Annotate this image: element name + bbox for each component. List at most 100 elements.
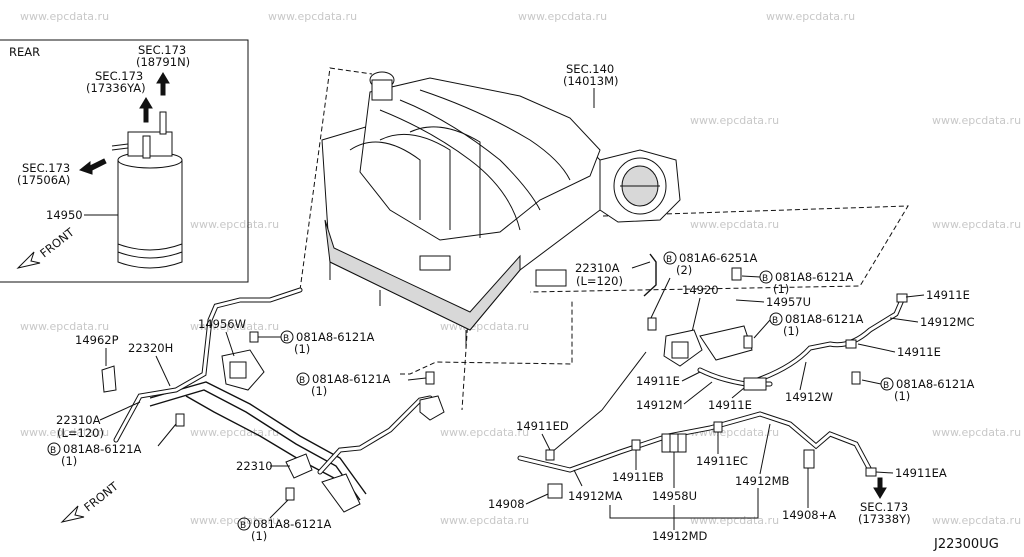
watermark: www.epcdata.ru <box>690 514 779 527</box>
sec140-code: (14013M) <box>563 74 618 88</box>
arrow-left-icon <box>78 158 107 175</box>
arrow-up-icon <box>156 72 170 96</box>
bolt-081A8-left1-label: 081A8-6121A <box>296 330 375 344</box>
part-14950-label: 14950 <box>46 208 83 222</box>
evap-pipe-assembly <box>113 287 445 513</box>
part-14920-label: 14920 <box>682 283 719 297</box>
watermark: www.epcdata.ru <box>932 426 1021 439</box>
part-14911E-b-label: 14911E <box>897 345 941 359</box>
bolt-081A6-6251A-qty: (2) <box>676 263 692 277</box>
watermark: www.epcdata.ru <box>190 320 279 333</box>
watermark: www.epcdata.ru <box>440 426 529 439</box>
watermark: www.epcdata.ru <box>20 320 109 333</box>
watermark: www.epcdata.ru <box>190 514 279 527</box>
sec140-label: SEC.140 <box>566 62 614 76</box>
part-22320H-label: 22320H <box>128 341 173 355</box>
bolt-callout: B <box>759 270 773 284</box>
part-14912MA-label: 14912MA <box>568 489 623 503</box>
sec173-b2-label: SEC.173 <box>860 500 908 514</box>
fuel-filter-14958U <box>661 433 687 453</box>
bolt-081A8-bottom-qty: (1) <box>251 529 267 543</box>
front-arrow-icon <box>60 505 85 523</box>
canister <box>111 111 183 269</box>
bolt-081A8-right1-qty: (1) <box>773 282 789 296</box>
bolt-081A6-6251A-label: 081A6-6251A <box>679 251 758 265</box>
watermark: www.epcdata.ru <box>690 218 779 231</box>
front-arrow-icon <box>16 251 41 269</box>
part-14958U-label: 14958U <box>652 489 697 503</box>
watermark: www.epcdata.ru <box>268 10 357 23</box>
part-22310A-right-length: (L=120) <box>576 274 623 288</box>
part-14911E-c-label: 14911E <box>636 374 680 388</box>
bolt-081A8-right2-label: 081A8-6121A <box>785 312 864 326</box>
part-22310A-left-label: 22310A <box>56 413 101 427</box>
part-14912MD-label: 14912MD <box>652 529 708 543</box>
valve-14908 <box>547 483 563 499</box>
part-22310-label: 22310 <box>236 459 273 473</box>
sec173-a-code: (18791N) <box>136 55 190 69</box>
part-22310A-left-length: (L=120) <box>57 426 104 440</box>
inset-title: REAR <box>9 45 40 59</box>
bolt-symbol: B <box>283 334 289 344</box>
bolt-081A8-middle-qty: (1) <box>311 384 327 398</box>
sec173-c-label: SEC.173 <box>22 161 70 175</box>
bolt-081A8-middle-label: 081A8-6121A <box>312 372 391 386</box>
bolt-symbol: B <box>299 376 305 386</box>
watermark: www.epcdata.ru <box>518 10 607 23</box>
part-14912MB-label: 14912MB <box>735 474 790 488</box>
part-14911EB-label: 14911EB <box>612 470 664 484</box>
part-14962P-label: 14962P <box>75 333 119 347</box>
inset-front-label: FRONT <box>37 225 77 261</box>
part-22310A-right-label: 22310A <box>575 261 620 275</box>
bolt-081A8-bottom-label: 081A8-6121A <box>253 517 332 531</box>
bolt-081A8-right1-label: 081A8-6121A <box>775 270 854 284</box>
part-14957U-label: 14957U <box>766 295 811 309</box>
bolt-symbol: B <box>240 521 246 531</box>
watermark: www.epcdata.ru <box>190 218 279 231</box>
bolt-symbol: B <box>772 316 778 326</box>
watermark: www.epcdata.ru <box>20 10 109 23</box>
clip-14962P <box>101 365 117 393</box>
watermark: www.epcdata.ru <box>932 514 1021 527</box>
bolt-callout: B <box>280 330 294 344</box>
watermark: www.epcdata.ru <box>190 426 279 439</box>
bolt-081A8-left2-label: 081A8-6121A <box>63 442 142 456</box>
bolt-callout: B <box>769 312 783 326</box>
part-14911EC-label: 14911EC <box>696 454 748 468</box>
bolt-callout: B <box>47 442 61 456</box>
part-14908-label: 14908 <box>488 497 525 511</box>
watermark: www.epcdata.ru <box>932 114 1021 127</box>
watermark: www.epcdata.ru <box>932 218 1021 231</box>
bolt-081A8-left1-qty: (1) <box>294 342 310 356</box>
bolt-symbol: B <box>666 255 672 265</box>
sec173-b-code: (17336YA) <box>86 81 146 95</box>
part-14911E-a-label: 14911E <box>926 288 970 302</box>
arrow-up-icon <box>139 97 153 123</box>
intake-manifold <box>299 67 909 411</box>
watermark: www.epcdata.ru <box>766 10 855 23</box>
bolt-callout: B <box>237 517 251 531</box>
watermark: www.epcdata.ru <box>690 114 779 127</box>
front-label: FRONT <box>81 479 121 515</box>
part-14911EA-label: 14911EA <box>895 466 947 480</box>
sec173-b-label: SEC.173 <box>95 69 143 83</box>
bolt-081A8-right3-qty: (1) <box>894 389 910 403</box>
bolt-symbol: B <box>883 381 889 391</box>
part-14911E-d-label: 14911E <box>708 398 752 412</box>
part-14912MC-label: 14912MC <box>920 315 975 329</box>
bolt-callout: B <box>880 377 894 391</box>
part-14911ED-label: 14911ED <box>516 419 569 433</box>
part-14908A-label: 14908+A <box>782 508 836 522</box>
part-14912W-label: 14912W <box>785 390 833 404</box>
arrow-down-icon <box>873 477 887 499</box>
diagram-code: J22300UG <box>933 537 999 552</box>
bolt-callout: B <box>296 372 310 386</box>
part-14912M-label: 14912M <box>636 398 683 412</box>
part-14956W-label: 14956W <box>198 317 246 331</box>
sec173-a-label: SEC.173 <box>138 43 186 57</box>
bolt-081A8-left2-qty: (1) <box>61 454 77 468</box>
bolt-081A8-right2-qty: (1) <box>783 324 799 338</box>
sec173-c-code: (17506A) <box>17 173 70 187</box>
purge-solenoid-valve <box>647 317 753 367</box>
